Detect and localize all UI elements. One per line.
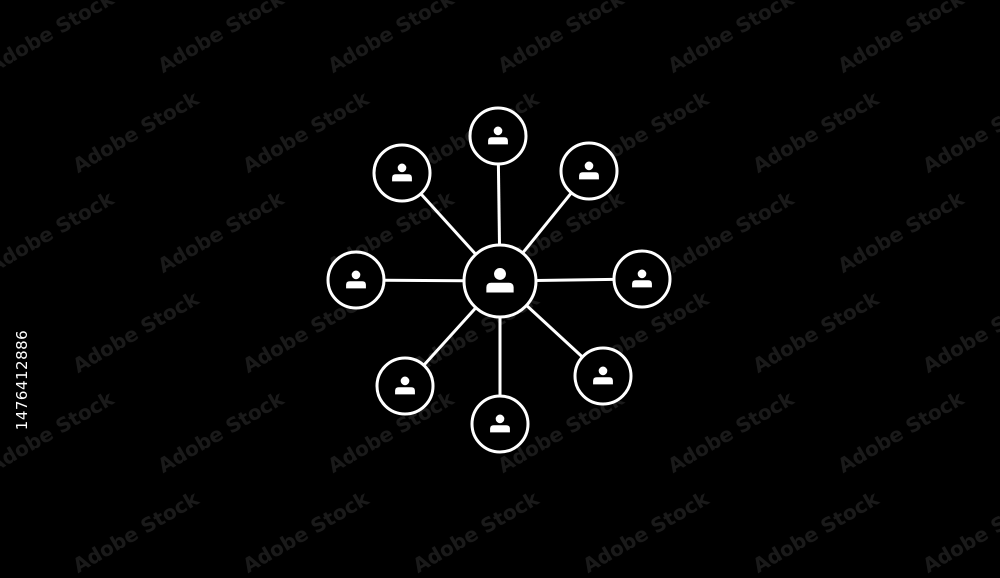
person-body — [579, 172, 599, 180]
person-icon — [346, 270, 366, 289]
node-top — [468, 106, 528, 166]
person-icon — [593, 366, 613, 385]
person-body — [486, 282, 514, 293]
node-top-left — [372, 143, 432, 203]
edge-top-left — [419, 192, 477, 256]
edge-bottom-left — [422, 306, 477, 367]
edge-right — [535, 277, 615, 282]
person-icon — [579, 161, 599, 180]
node-ring — [326, 250, 386, 310]
person-body — [488, 137, 508, 145]
person-head — [493, 126, 503, 136]
node-ring — [462, 243, 538, 319]
person-icon — [632, 269, 652, 288]
person-icon — [488, 126, 508, 145]
edge-top — [496, 163, 502, 246]
node-right — [612, 249, 672, 309]
user-nodes — [326, 106, 672, 454]
person-head — [351, 270, 361, 280]
node-left — [326, 250, 386, 310]
person-body — [392, 174, 412, 182]
person-head — [495, 414, 505, 424]
edge-bottom-right — [525, 304, 584, 359]
node-ring — [468, 106, 528, 166]
node-top-right — [559, 141, 619, 201]
connection-lines — [383, 163, 615, 396]
person-icon — [490, 414, 510, 433]
node-ring — [375, 356, 435, 416]
node-ring — [372, 143, 432, 203]
person-head — [494, 268, 506, 280]
node-ring — [573, 346, 633, 406]
person-body — [395, 387, 415, 395]
person-head — [400, 376, 410, 386]
person-head — [397, 163, 407, 173]
node-ring — [559, 141, 619, 201]
person-body — [593, 377, 613, 385]
person-head — [584, 161, 594, 171]
person-body — [346, 281, 366, 289]
person-head — [637, 269, 647, 279]
node-bottom-left — [375, 356, 435, 416]
person-icon — [395, 376, 415, 395]
hub-node — [462, 243, 538, 319]
person-body — [632, 280, 652, 288]
edge-left — [383, 278, 465, 283]
node-bottom — [470, 394, 530, 454]
stock-id-label: 1476412886 — [13, 329, 31, 431]
person-icon — [486, 268, 514, 293]
edge-top-right — [521, 191, 573, 254]
person-head — [598, 366, 608, 376]
node-ring — [470, 394, 530, 454]
node-bottom-right — [573, 346, 633, 406]
person-icon — [392, 163, 412, 182]
person-body — [490, 425, 510, 433]
network-diagram — [326, 106, 672, 454]
node-ring — [612, 249, 672, 309]
